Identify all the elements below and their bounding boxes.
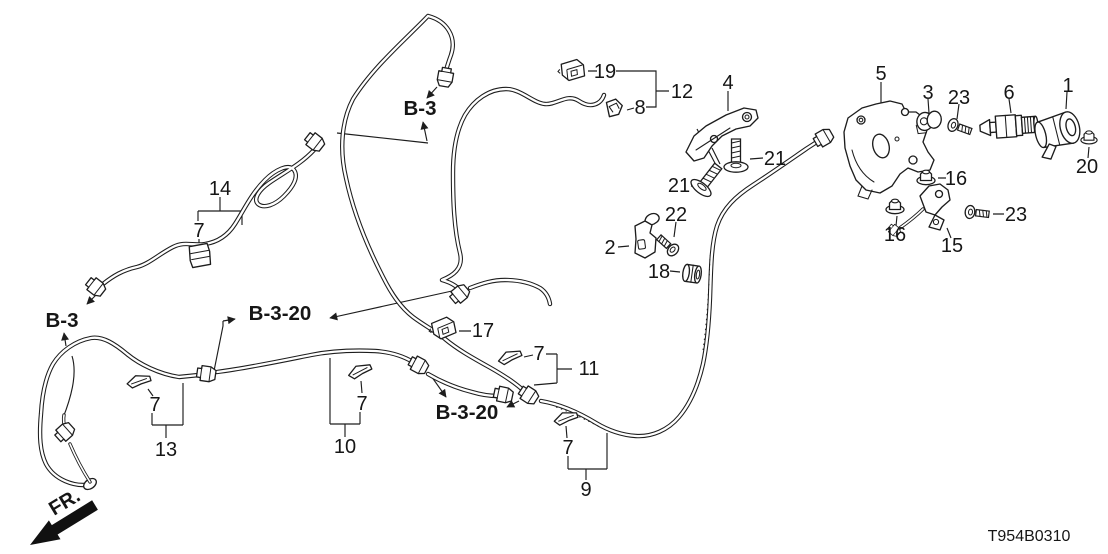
nut-20-icon — [1080, 130, 1098, 145]
callout-20: 20 — [1076, 156, 1098, 178]
callout-13: 13 — [155, 439, 177, 461]
tube-nut-icon — [302, 129, 328, 155]
diagram-part-code: T954B0310 — [988, 528, 1071, 545]
pipe-clips — [125, 58, 623, 427]
callout-19: 19 — [594, 61, 616, 83]
callout-21-a: 21 — [764, 148, 786, 170]
bolt-22-icon — [653, 231, 682, 259]
clip-7-icon — [552, 410, 580, 427]
callout-10: 10 — [334, 436, 356, 458]
tube-nut-icon — [52, 419, 78, 445]
bracket-2-icon — [634, 212, 660, 259]
callout-16-b: 16 — [884, 224, 906, 246]
callout-5: 5 — [875, 63, 886, 85]
bolt-23-icon — [963, 204, 991, 222]
tube-nut-icon — [447, 281, 473, 307]
callout-22: 22 — [665, 204, 687, 226]
fuel-pipes — [40, 16, 821, 491]
fr-direction: FR. — [30, 485, 98, 545]
pipe-11 — [342, 16, 525, 392]
tube-nut-icon — [83, 274, 109, 300]
tube-nut-icon — [195, 364, 218, 384]
callout-labels: 1 2 3 4 5 6 7 7 7 7 7 8 9 10 11 12 13 14… — [149, 61, 1098, 501]
pipe-12 — [442, 89, 604, 304]
joint-6-icon — [979, 114, 1039, 139]
leader-lines — [61, 70, 1090, 480]
pipe-13-end-hook — [83, 477, 97, 491]
ref-b3-20-mid: B-3-20 — [249, 302, 312, 325]
clip-7-icon — [346, 362, 374, 381]
grommet-18-icon — [682, 263, 703, 284]
callout-7-g13: 7 — [149, 394, 160, 416]
bolt-21-icon — [687, 157, 729, 201]
bolt-23-icon — [945, 116, 974, 139]
callout-7-g9: 7 — [562, 437, 573, 459]
callout-7-g10: 7 — [356, 393, 367, 415]
tube-nut-icon — [811, 126, 836, 150]
callout-4: 4 — [722, 72, 733, 94]
callout-14: 14 — [209, 178, 231, 200]
callout-11: 11 — [579, 358, 600, 380]
callout-7-g11: 7 — [533, 343, 544, 365]
bracket-5 — [843, 100, 935, 200]
bolt-21-icon — [723, 138, 749, 173]
ref-b3-top: B-3 — [403, 97, 436, 120]
callout-8: 8 — [634, 97, 645, 119]
callout-1: 1 — [1062, 75, 1073, 97]
clip-7-icon — [188, 242, 212, 269]
nut-16-icon — [885, 198, 905, 215]
pipe-13 — [40, 338, 199, 485]
stay-15-icon — [885, 183, 951, 239]
clip-8-icon — [605, 98, 623, 118]
ref-b3-left: B-3 — [45, 309, 78, 332]
callout-7-g14: 7 — [193, 220, 204, 242]
callout-9: 9 — [580, 479, 591, 501]
callout-18: 18 — [648, 261, 670, 283]
hardware-parts — [634, 100, 1098, 284]
clip-7-icon — [125, 374, 153, 389]
callout-23-a: 23 — [948, 87, 970, 109]
callout-23-b: 23 — [1005, 204, 1027, 226]
callout-6: 6 — [1003, 82, 1014, 104]
clamp-3-icon — [915, 110, 942, 135]
callout-16-a: 16 — [945, 168, 967, 190]
callout-21-b: 21 — [668, 175, 690, 197]
callout-3: 3 — [922, 82, 933, 104]
callout-15: 15 — [941, 235, 963, 257]
tube-nut-icon — [435, 66, 455, 89]
ref-b3-20-bottom: B-3-20 — [436, 401, 499, 424]
fr-arrow-icon — [30, 500, 98, 545]
valve-1-icon — [1034, 111, 1081, 160]
clip-7-icon — [496, 348, 524, 367]
callout-17: 17 — [472, 320, 494, 342]
connection-refs: B-3 B-3 B-3-20 B-3-20 — [45, 97, 498, 424]
bracket-4 — [685, 107, 759, 162]
clip-19-icon — [556, 58, 586, 83]
callout-12: 12 — [671, 81, 693, 103]
callout-2: 2 — [604, 237, 615, 259]
